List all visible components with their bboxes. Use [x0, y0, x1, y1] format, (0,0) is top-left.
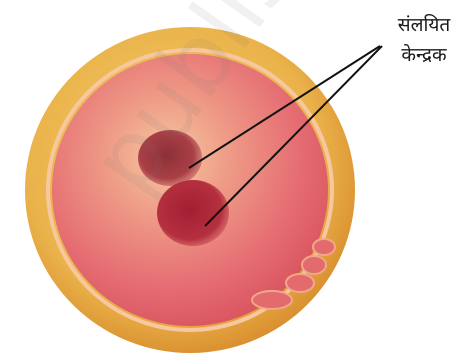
small-cell	[313, 239, 335, 255]
small-cell	[302, 256, 326, 274]
fused-nucleus-label-line2: केन्द्रक	[388, 43, 460, 67]
small-cell	[252, 291, 292, 309]
small-cell	[286, 274, 314, 292]
fused-nucleus-label-line1: संलयित	[388, 13, 460, 37]
upper-nucleus	[138, 130, 202, 186]
